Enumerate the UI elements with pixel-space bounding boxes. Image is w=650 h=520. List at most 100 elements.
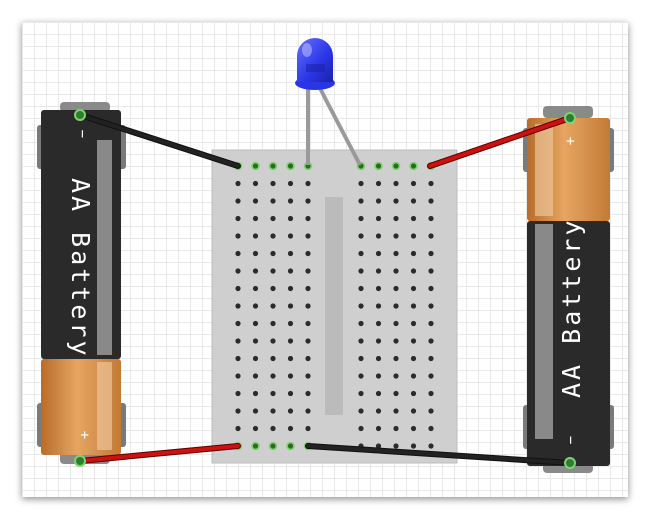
battery-left[interactable]: AA Battery − + xyxy=(37,102,126,464)
breadboard-hole[interactable] xyxy=(235,390,241,397)
breadboard-hole[interactable] xyxy=(358,250,364,257)
breadboard-hole[interactable] xyxy=(270,443,276,449)
breadboard-hole[interactable] xyxy=(252,320,259,327)
breadboard-hole[interactable] xyxy=(270,355,276,362)
breadboard-hole[interactable] xyxy=(252,355,259,362)
breadboard-hole[interactable] xyxy=(235,303,241,309)
breadboard-hole[interactable] xyxy=(393,425,399,432)
breadboard-hole[interactable] xyxy=(252,198,259,204)
breadboard-hole[interactable] xyxy=(287,355,294,362)
breadboard-hole[interactable] xyxy=(358,390,364,397)
breadboard-hole[interactable] xyxy=(235,268,241,274)
breadboard-hole[interactable] xyxy=(252,338,259,344)
breadboard-hole[interactable] xyxy=(375,408,382,414)
breadboard-hole[interactable] xyxy=(428,373,434,379)
breadboard-hole[interactable] xyxy=(428,198,434,204)
breadboard-hole[interactable] xyxy=(393,163,399,169)
node-battery-left-negative[interactable] xyxy=(74,109,86,121)
node-battery-left-positive[interactable] xyxy=(74,455,86,467)
breadboard-hole[interactable] xyxy=(287,373,294,379)
breadboard-hole[interactable] xyxy=(393,390,399,397)
breadboard-hole[interactable] xyxy=(428,180,434,187)
breadboard-hole[interactable] xyxy=(375,180,382,187)
breadboard-hole[interactable] xyxy=(287,215,294,222)
breadboard-hole[interactable] xyxy=(287,390,294,397)
breadboard-hole[interactable] xyxy=(410,408,417,414)
breadboard-hole[interactable] xyxy=(252,390,259,397)
breadboard-hole[interactable] xyxy=(235,373,241,379)
breadboard-hole[interactable] xyxy=(270,163,276,169)
breadboard-hole[interactable] xyxy=(235,320,241,327)
breadboard-hole[interactable] xyxy=(235,180,241,187)
breadboard-hole[interactable] xyxy=(358,373,364,379)
breadboard-hole[interactable] xyxy=(235,408,241,414)
node-battery-right-positive[interactable] xyxy=(564,112,576,124)
breadboard-hole[interactable] xyxy=(358,215,364,222)
breadboard-hole[interactable] xyxy=(305,408,311,414)
breadboard-hole[interactable] xyxy=(270,198,276,204)
breadboard-hole[interactable] xyxy=(270,408,276,414)
breadboard-hole[interactable] xyxy=(305,180,311,187)
breadboard-hole[interactable] xyxy=(410,233,417,239)
breadboard-hole[interactable] xyxy=(287,163,294,169)
breadboard-hole[interactable] xyxy=(358,198,364,204)
breadboard-hole[interactable] xyxy=(375,338,382,344)
breadboard-hole[interactable] xyxy=(358,268,364,274)
breadboard-hole[interactable] xyxy=(252,250,259,257)
breadboard-hole[interactable] xyxy=(235,285,241,292)
breadboard-hole[interactable] xyxy=(375,425,382,432)
breadboard-hole[interactable] xyxy=(375,443,382,449)
breadboard-hole[interactable] xyxy=(287,233,294,239)
breadboard-hole[interactable] xyxy=(410,373,417,379)
battery-right[interactable]: AA Battery + − xyxy=(523,106,614,473)
breadboard-hole[interactable] xyxy=(287,303,294,309)
breadboard-hole[interactable] xyxy=(252,163,259,169)
breadboard-hole[interactable] xyxy=(358,425,364,432)
breadboard-hole[interactable] xyxy=(358,180,364,187)
breadboard-hole[interactable] xyxy=(270,320,276,327)
breadboard-hole[interactable] xyxy=(270,250,276,257)
breadboard-hole[interactable] xyxy=(375,215,382,222)
breadboard-hole[interactable] xyxy=(270,215,276,222)
breadboard-hole[interactable] xyxy=(287,408,294,414)
breadboard-hole[interactable] xyxy=(235,250,241,257)
breadboard-hole[interactable] xyxy=(252,180,259,187)
breadboard-hole[interactable] xyxy=(410,355,417,362)
breadboard-hole[interactable] xyxy=(428,250,434,257)
wire-right-top[interactable] xyxy=(428,116,572,168)
breadboard-hole[interactable] xyxy=(252,408,259,414)
breadboard-hole[interactable] xyxy=(375,373,382,379)
breadboard-hole[interactable] xyxy=(235,215,241,222)
breadboard-hole[interactable] xyxy=(393,443,399,449)
breadboard-hole[interactable] xyxy=(410,180,417,187)
breadboard-hole[interactable] xyxy=(358,233,364,239)
breadboard-hole[interactable] xyxy=(235,355,241,362)
breadboard-hole[interactable] xyxy=(393,320,399,327)
breadboard-hole[interactable] xyxy=(252,303,259,309)
breadboard-hole[interactable] xyxy=(428,233,434,239)
breadboard-hole[interactable] xyxy=(358,338,364,344)
breadboard-hole[interactable] xyxy=(270,285,276,292)
breadboard-hole[interactable] xyxy=(305,198,311,204)
breadboard-hole[interactable] xyxy=(252,233,259,239)
breadboard-hole[interactable] xyxy=(305,250,311,257)
breadboard-hole[interactable] xyxy=(428,268,434,274)
breadboard-hole[interactable] xyxy=(393,355,399,362)
breadboard-hole[interactable] xyxy=(375,355,382,362)
breadboard-hole[interactable] xyxy=(410,303,417,309)
breadboard-hole[interactable] xyxy=(393,373,399,379)
breadboard-hole[interactable] xyxy=(305,425,311,432)
wire-left-top[interactable] xyxy=(78,113,240,168)
breadboard-hole[interactable] xyxy=(305,320,311,327)
breadboard-hole[interactable] xyxy=(305,338,311,344)
breadboard-hole[interactable] xyxy=(287,180,294,187)
breadboard-hole[interactable] xyxy=(270,373,276,379)
breadboard-hole[interactable] xyxy=(235,425,241,432)
breadboard-hole[interactable] xyxy=(410,250,417,257)
breadboard-hole[interactable] xyxy=(252,285,259,292)
breadboard-hole[interactable] xyxy=(270,268,276,274)
breadboard-hole[interactable] xyxy=(235,198,241,204)
breadboard-hole[interactable] xyxy=(375,198,382,204)
breadboard-hole[interactable] xyxy=(305,285,311,292)
breadboard-hole[interactable] xyxy=(410,443,417,449)
